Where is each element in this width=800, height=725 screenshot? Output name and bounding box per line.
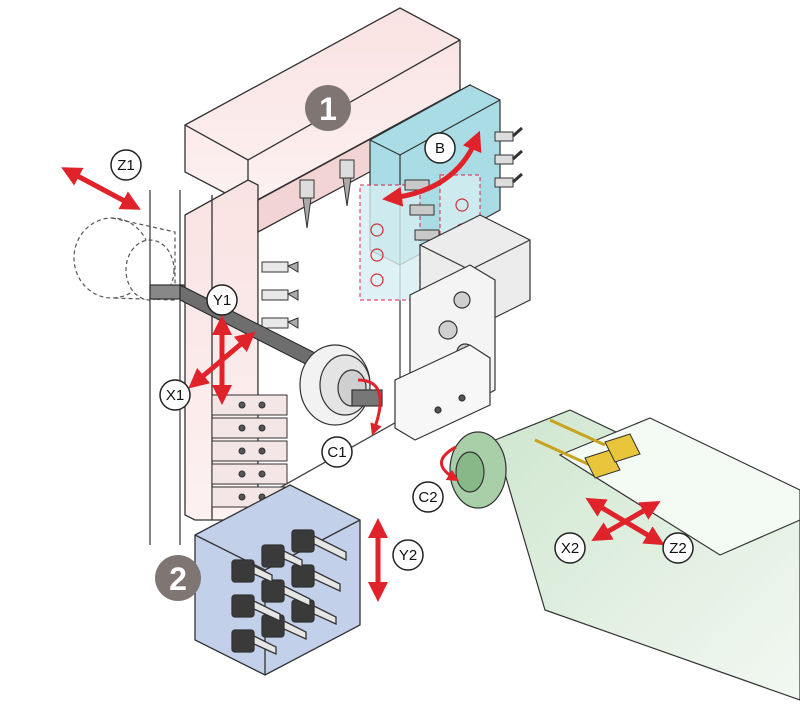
svg-text:Y2: Y2 xyxy=(399,547,417,564)
axis-arrows xyxy=(61,130,665,602)
axis-label-c1: C1 xyxy=(321,436,353,468)
svg-text:2: 2 xyxy=(169,561,187,597)
top-drills xyxy=(299,159,355,229)
x1-arrow xyxy=(188,331,256,389)
c2-arrow xyxy=(440,445,460,482)
right-turret-block xyxy=(394,214,531,441)
z1-arrow xyxy=(61,167,141,210)
svg-text:X1: X1 xyxy=(166,387,184,404)
axis-label-z1: Z1 xyxy=(110,149,142,181)
marker-lower-turret: 2 xyxy=(155,555,201,601)
left-post-tools xyxy=(261,261,299,329)
svg-text:C1: C1 xyxy=(327,444,346,461)
b-arrow xyxy=(382,130,482,207)
svg-text:1: 1 xyxy=(319,91,337,127)
chuck-c1 xyxy=(299,344,383,426)
svg-text:C2: C2 xyxy=(418,489,437,506)
lower-turret-block xyxy=(194,484,361,676)
axis-label-x2: X2 xyxy=(554,532,586,564)
left-tool-stack xyxy=(211,394,288,508)
axis-label-c2: C2 xyxy=(412,481,444,513)
main-spindle-1 xyxy=(73,217,191,301)
axis-label-x1: X1 xyxy=(159,379,191,411)
svg-text:X2: X2 xyxy=(561,540,579,557)
machine-column xyxy=(149,190,181,545)
z2-arrow xyxy=(591,501,661,541)
axis-label-b: B xyxy=(424,132,456,164)
axis-label-y2: Y2 xyxy=(392,539,424,571)
svg-text:B: B xyxy=(435,140,445,157)
c1-arrow xyxy=(357,378,382,436)
svg-text:Z1: Z1 xyxy=(117,157,135,174)
svg-text:Y1: Y1 xyxy=(213,292,231,309)
marker-upper-turret: 1 xyxy=(305,85,351,131)
axis-label-z2: Z2 xyxy=(662,532,694,564)
axis-label-y1: Y1 xyxy=(206,284,238,316)
gold-tools xyxy=(534,418,641,479)
svg-text:Z2: Z2 xyxy=(669,540,687,557)
